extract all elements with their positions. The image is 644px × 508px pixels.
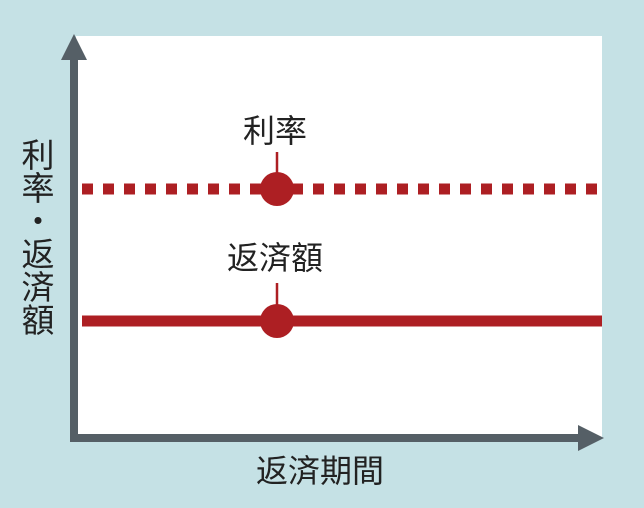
y-axis-label: 利率・返済額 xyxy=(16,138,55,336)
repayment-amount-marker xyxy=(260,304,294,338)
repayment-amount-label: 返済額 xyxy=(227,239,324,277)
interest-rate-marker xyxy=(260,172,294,206)
x-axis-label: 返済期間 xyxy=(256,452,385,490)
interest-rate-label: 利率 xyxy=(243,112,308,150)
y-axis-arrow-icon xyxy=(61,34,87,60)
x-axis-arrow-icon xyxy=(578,425,604,451)
plot-area xyxy=(76,36,602,438)
